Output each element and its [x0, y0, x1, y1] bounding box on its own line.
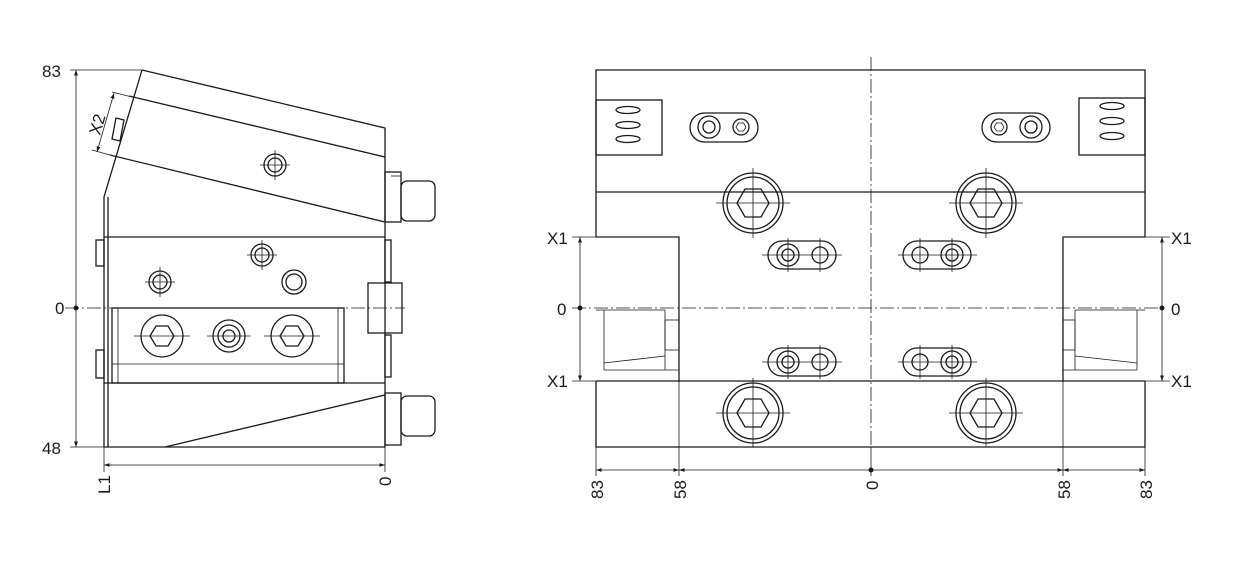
- side-view-outline: [103, 69, 386, 448]
- side-view-x2-dimension: X2: [86, 91, 133, 156]
- side-view-vertical-dimension: 83 0 48: [42, 62, 142, 458]
- front-view-plate-right: [1078, 97, 1146, 156]
- front-view-bolt-top-left: [716, 168, 790, 238]
- front-view-slot-fitting-mid-left-lower: [762, 345, 842, 379]
- dim-label-83-right: 83: [1137, 480, 1156, 499]
- dim-label-58-right: 58: [1055, 480, 1074, 499]
- front-view-slot-fitting-mid-left-upper: [762, 238, 842, 272]
- front-view-left-jaw: [596, 309, 680, 371]
- dim-label-83-left: 83: [588, 480, 607, 499]
- front-view-bolt-bottom-left: [716, 378, 790, 447]
- front-view-bolt-top-right: [949, 168, 1023, 238]
- dim-label-x1-right-top: X1: [1171, 229, 1192, 248]
- side-view-fitting-2: [247, 240, 277, 270]
- side-view-connector-bottom: [384, 392, 436, 446]
- dim-label-0-centre: 0: [863, 481, 882, 490]
- front-view-slot-fitting-mid-right-lower: [898, 345, 977, 379]
- side-view-jaw-slot: [111, 307, 345, 384]
- front-view-slot-fitting-top-right: [981, 112, 1051, 143]
- side-view-bolt-right: [264, 314, 320, 358]
- side-view-fitting-centre: [207, 319, 251, 353]
- dim-label-58-left: 58: [671, 480, 690, 499]
- front-view-right-x1-dimension: X1 0 X1: [1145, 229, 1192, 391]
- side-view-fitting-1: [260, 150, 290, 180]
- dim-label-x1-right-bottom: X1: [1171, 372, 1192, 391]
- dim-label-x2: X2: [86, 112, 110, 137]
- dim-label-48: 48: [42, 439, 61, 458]
- front-view: X1 0 X1 X1 0 X1 83 58: [547, 57, 1192, 499]
- dim-label-0-right: 0: [1171, 300, 1180, 319]
- side-view-connector-top: [384, 171, 436, 223]
- front-view-bottom-dimension: 83 58 0 58 83: [588, 381, 1156, 499]
- side-view-horizontal-dimension: L1 0: [95, 447, 395, 494]
- side-view-left-ears: [95, 239, 105, 379]
- dim-label-x1-left-bottom: X1: [547, 372, 568, 391]
- dim-label-x1-left-top: X1: [547, 229, 568, 248]
- front-view-left-x1-dimension: X1 0 X1: [547, 229, 596, 391]
- dim-label-83: 83: [42, 62, 61, 81]
- dim-label-0: 0: [55, 299, 64, 318]
- front-view-right-jaw: [1062, 309, 1145, 371]
- side-view-fitting-4: [281, 269, 307, 295]
- side-view-bolt-left: [134, 314, 190, 358]
- dim-label-0-left: 0: [557, 300, 566, 319]
- front-view-plate-left: [595, 99, 663, 156]
- front-view-slot-fitting-top-left: [689, 112, 759, 143]
- side-view-fitting-3: [145, 267, 175, 297]
- dim-label-l1: L1: [95, 475, 114, 494]
- dim-label-0-bottom: 0: [376, 477, 395, 486]
- front-view-slot-fitting-mid-right-upper: [898, 238, 977, 272]
- front-view-bolt-bottom-right: [949, 378, 1023, 447]
- side-view: 83 0 48 X2 L1 0: [42, 62, 436, 494]
